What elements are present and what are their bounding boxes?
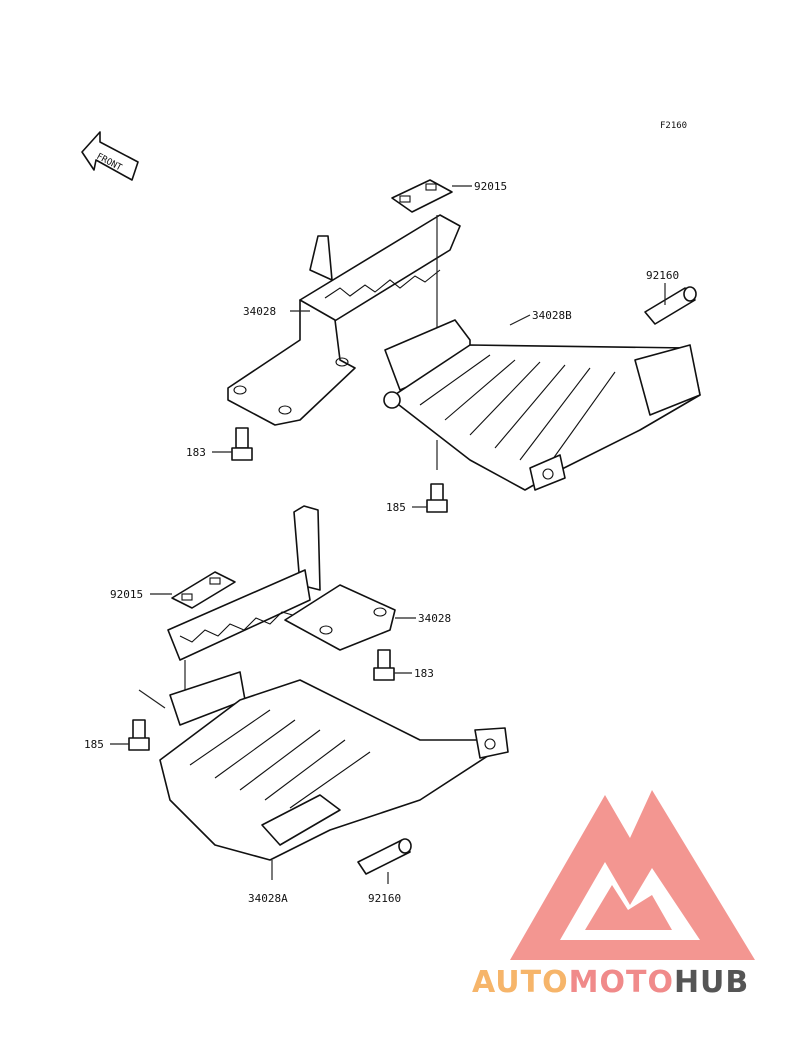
figure-code: F2160 <box>660 121 687 131</box>
footboard-left <box>159 671 509 861</box>
collar-lower <box>357 838 412 875</box>
watermark-part-3: HUB <box>674 965 749 1000</box>
front-arrow-icon: FRONT <box>81 131 139 181</box>
rubber-pad-upper <box>391 179 453 213</box>
part-label: 185 <box>386 501 406 514</box>
watermark-logo-icon <box>510 790 755 960</box>
part-label: 183 <box>414 667 434 680</box>
part-label: 34028 <box>243 305 276 318</box>
watermark-part-1: AUTO <box>472 965 569 1000</box>
part-label: 92015 <box>110 588 143 601</box>
part-label: 185 <box>84 738 104 751</box>
part-label: 34028B <box>532 309 572 322</box>
watermark-part-2: MOTO <box>569 965 674 1000</box>
bolt-185-lower <box>128 719 150 751</box>
bolt-183-upper <box>231 427 253 461</box>
part-label: 183 <box>186 446 206 459</box>
part-label: 92015 <box>474 180 507 193</box>
part-label: 92160 <box>368 892 401 905</box>
bolt-185-upper <box>426 483 448 513</box>
collar-upper <box>644 286 697 325</box>
footboard-right <box>383 319 701 491</box>
part-label: 92160 <box>646 269 679 282</box>
part-label: 34028A <box>248 892 288 905</box>
footrest-bracket-upper <box>227 214 461 426</box>
footrest-bracket-lower <box>167 505 396 661</box>
rubber-pad-lower <box>171 571 236 609</box>
part-label: 34028 <box>418 612 451 625</box>
bolt-183-lower <box>373 649 395 681</box>
watermark-text: AUTOMOTOHUB <box>472 965 749 1000</box>
